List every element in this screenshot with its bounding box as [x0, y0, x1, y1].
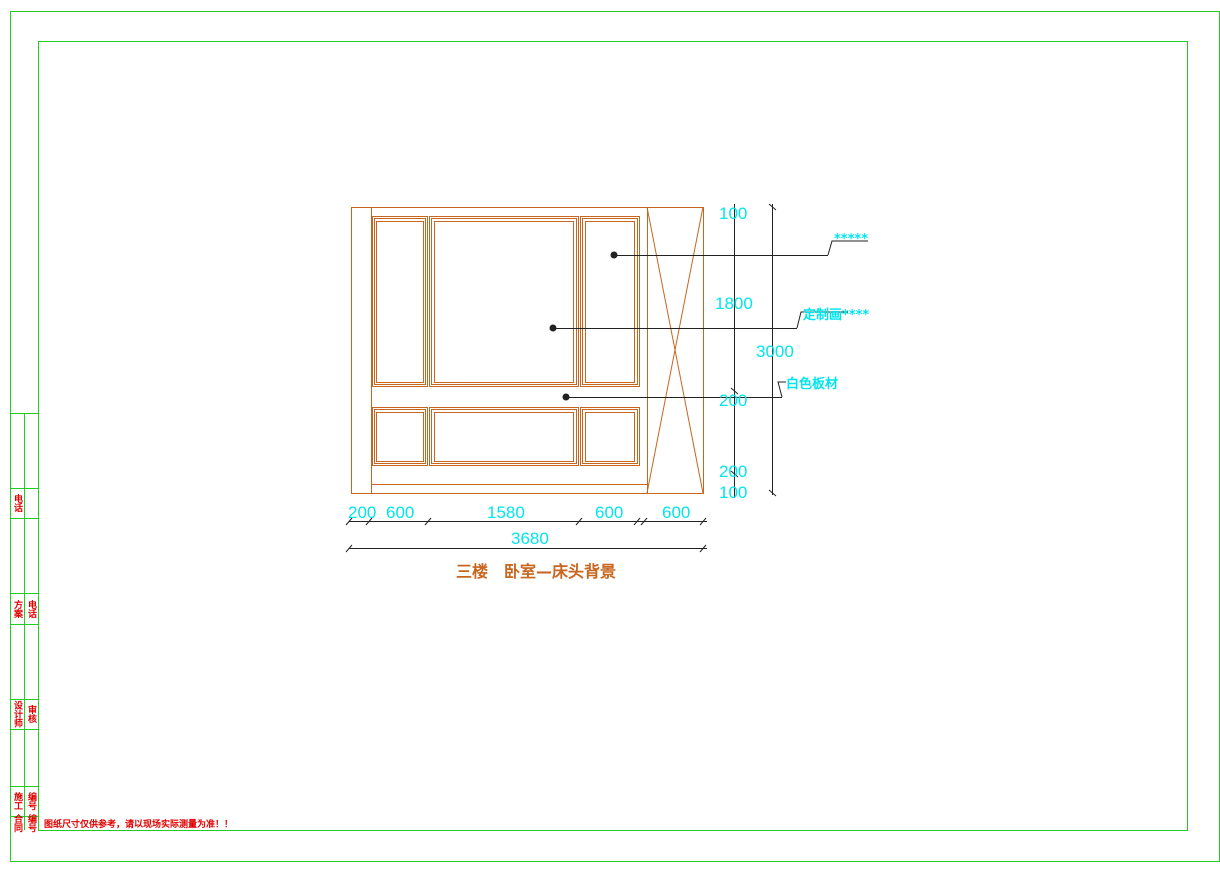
disclaimer-note: 图纸尺寸仅供参考，请以现场实际测量为准！！: [44, 818, 233, 830]
cell-2: 方案: [12, 599, 24, 619]
callout-stars: *****: [834, 232, 868, 247]
cell-8: 合同: [12, 813, 23, 833]
title-block-cells: 电话 方案 电话 设计师 审核 施工 编号 合同 编号 图纸尺寸仅供参考，请以现…: [12, 493, 233, 833]
dim-100-bottom: 100: [719, 483, 747, 502]
dim-100-top: 100: [719, 204, 747, 223]
dim-600-left: 600: [386, 503, 414, 522]
dim-200-mid: 200: [719, 391, 747, 410]
dim-600-right: 600: [662, 503, 690, 522]
cell-9: 编号: [26, 813, 37, 833]
cell-1: 电话: [12, 493, 23, 513]
lower-panels: [372, 407, 640, 466]
leader-lines: [349, 204, 868, 549]
sheet-border: [10, 11, 1220, 862]
callout-labels: ***** 定制画**** 白色板材: [786, 232, 869, 392]
dimension-labels: 200 600 1580 600 600 3680 100 1800 200 2…: [348, 204, 794, 548]
cell-4: 设计师: [12, 699, 23, 728]
cell-7: 编号: [26, 791, 37, 811]
cell-5: 审核: [26, 704, 37, 724]
cell-3: 电话: [26, 599, 37, 619]
cell-6: 施工: [12, 791, 23, 810]
dim-200-low: 200: [719, 462, 747, 481]
elevation-drawing: [351, 206, 704, 494]
dim-1580: 1580: [487, 503, 525, 522]
drawing-title: 三楼 卧室—床头背景: [456, 562, 616, 581]
callout-white-board: 白色板材: [786, 376, 838, 392]
dim-3680: 3680: [511, 529, 549, 548]
dim-3000: 3000: [756, 342, 794, 361]
leader-dots: [549, 251, 618, 401]
upper-panels: [372, 216, 640, 387]
dim-200: 200: [348, 503, 376, 522]
dim-600-mid: 600: [595, 503, 623, 522]
dim-1800: 1800: [715, 294, 753, 313]
dimension-ticks: [345, 203, 777, 553]
callout-custom-painting: 定制画****: [802, 307, 869, 323]
